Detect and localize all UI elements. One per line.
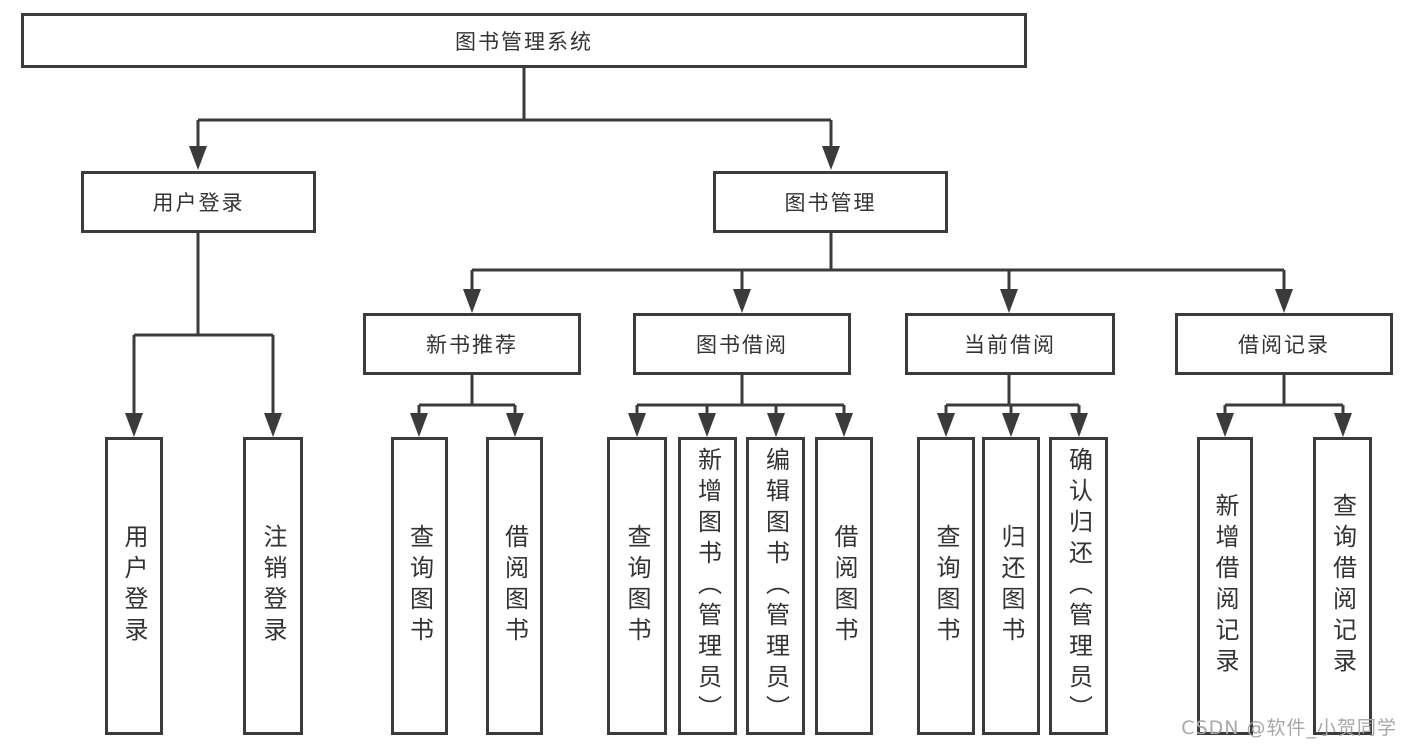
node-book-management: 图书管理 [713, 171, 948, 233]
node-book-borrowing: 图书借阅 [633, 313, 851, 375]
leaf-current-confirm-return-admin: 确认归还（管理员） [1049, 437, 1108, 735]
node-current-borrowing: 当前借阅 [905, 313, 1115, 375]
leaf-records-query-record: 查询借阅记录 [1313, 437, 1372, 735]
leaf-borrowing-query-book: 查询图书 [607, 437, 667, 735]
leaf-recommend-borrow-book: 借阅图书 [486, 437, 543, 735]
node-new-book-recommend: 新书推荐 [363, 313, 581, 375]
leaf-borrowing-edit-book-admin: 编辑图书（管理员） [746, 437, 805, 735]
leaf-borrowing-borrow-book: 借阅图书 [815, 437, 873, 735]
leaf-user-login: 用户登录 [105, 437, 163, 735]
node-user-login: 用户登录 [81, 171, 316, 233]
leaf-logout: 注销登录 [243, 437, 303, 735]
leaf-current-query-book: 查询图书 [917, 437, 975, 735]
leaf-recommend-query-book: 查询图书 [391, 437, 448, 735]
csdn-watermark: CSDN @软件_小贺同学 [1181, 717, 1397, 739]
arrowheads [125, 146, 1352, 437]
node-borrowing-records: 借阅记录 [1175, 313, 1393, 375]
leaf-borrowing-add-book-admin: 新增图书（管理员） [678, 437, 737, 735]
leaf-records-add-record: 新增借阅记录 [1197, 437, 1253, 735]
node-root: 图书管理系统 [21, 13, 1027, 68]
leaf-current-return-book: 归还图书 [982, 437, 1040, 735]
